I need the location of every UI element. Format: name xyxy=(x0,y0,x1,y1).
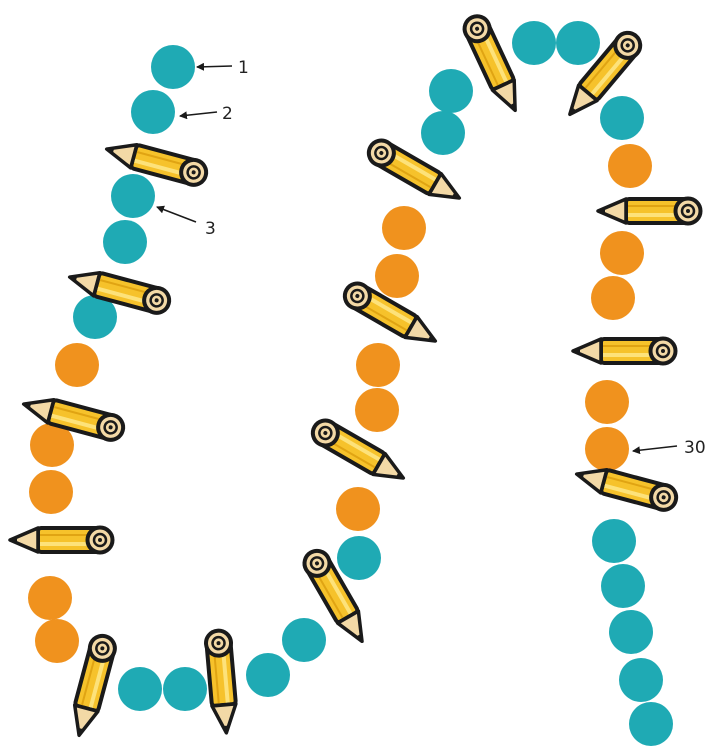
label-1: 1 xyxy=(238,58,249,78)
bead xyxy=(28,576,72,620)
bead xyxy=(512,21,556,65)
bead xyxy=(592,519,636,563)
bead xyxy=(609,610,653,654)
arrow-3 xyxy=(157,207,196,222)
bead xyxy=(355,388,399,432)
bead-group xyxy=(28,21,673,746)
bead xyxy=(421,111,465,155)
bead xyxy=(103,220,147,264)
annotation-2: 2 xyxy=(180,104,233,124)
label-2: 2 xyxy=(222,104,233,124)
bead xyxy=(336,487,380,531)
bead xyxy=(601,564,645,608)
bead xyxy=(35,619,79,663)
bead xyxy=(591,276,635,320)
pencil-icon xyxy=(205,630,239,734)
bead xyxy=(600,96,644,140)
bead xyxy=(29,470,73,514)
bead xyxy=(608,144,652,188)
annotation-3: 3 xyxy=(157,207,216,239)
annotation-30: 30 xyxy=(633,438,706,458)
bead xyxy=(556,21,600,65)
annotation-1: 1 xyxy=(197,58,249,78)
bead xyxy=(619,658,663,702)
pencil-icon xyxy=(573,339,676,364)
arrow-1 xyxy=(197,66,232,67)
bead xyxy=(282,618,326,662)
bead xyxy=(629,702,673,746)
pencil-icon xyxy=(573,462,678,513)
pencil-group xyxy=(10,12,701,738)
arrow-30 xyxy=(633,446,677,451)
label-30: 30 xyxy=(684,438,706,458)
bead xyxy=(375,254,419,298)
bead xyxy=(118,667,162,711)
bead xyxy=(382,206,426,250)
bead xyxy=(356,343,400,387)
bead xyxy=(600,231,644,275)
bead xyxy=(337,536,381,580)
bead xyxy=(55,343,99,387)
pencil-icon xyxy=(10,528,113,553)
bead xyxy=(163,667,207,711)
bead xyxy=(111,174,155,218)
arrow-2 xyxy=(180,112,217,116)
bead xyxy=(585,427,629,471)
bead xyxy=(151,45,195,89)
bead xyxy=(246,653,290,697)
bead xyxy=(131,90,175,134)
label-3: 3 xyxy=(205,219,216,239)
pencil-icon xyxy=(308,416,409,489)
pencil-icon xyxy=(598,199,701,224)
bead xyxy=(429,69,473,113)
bead xyxy=(585,380,629,424)
